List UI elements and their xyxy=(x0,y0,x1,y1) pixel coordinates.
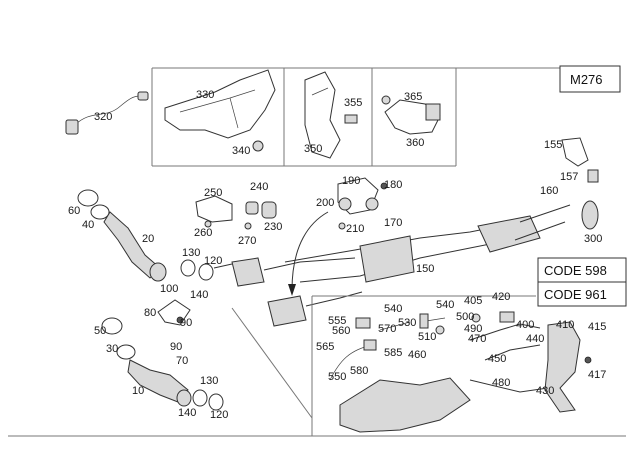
label-300: 300 xyxy=(584,233,602,245)
label-240: 240 xyxy=(250,181,268,193)
label-490: 490 xyxy=(464,323,482,335)
option-code-boxes: CODE 598 CODE 961 xyxy=(537,257,627,307)
engine-code-box: M276 xyxy=(559,65,621,93)
label-160: 160 xyxy=(540,185,558,197)
label-400: 400 xyxy=(516,319,534,331)
catalytic-converter-lower xyxy=(267,291,363,327)
label-555: 555 xyxy=(328,315,346,327)
sensor-harness-detail xyxy=(329,311,592,433)
label-530: 530 xyxy=(398,317,416,329)
label-405: 405 xyxy=(464,295,482,307)
label-180: 180 xyxy=(384,179,402,191)
label-350: 350 xyxy=(304,143,322,155)
label-90a: 90 xyxy=(180,317,192,329)
label-190: 190 xyxy=(342,175,360,187)
front-pipe-upper xyxy=(77,189,167,282)
front-pipe-lower xyxy=(101,317,192,407)
label-420: 420 xyxy=(492,291,510,303)
bracket-190 xyxy=(337,177,388,230)
bracket-350 xyxy=(304,71,358,159)
label-570: 570 xyxy=(378,323,396,335)
label-430: 430 xyxy=(536,385,554,397)
label-10: 10 xyxy=(132,385,144,397)
label-585: 585 xyxy=(384,347,402,359)
label-355: 355 xyxy=(344,97,362,109)
label-450: 450 xyxy=(488,353,506,365)
label-365: 365 xyxy=(404,91,422,103)
label-440: 440 xyxy=(526,333,544,345)
label-100: 100 xyxy=(160,283,178,295)
label-540b: 540 xyxy=(436,299,454,311)
label-560: 560 xyxy=(332,325,350,337)
label-480: 480 xyxy=(492,377,510,389)
label-150: 150 xyxy=(416,263,434,275)
label-330: 330 xyxy=(196,89,214,101)
bracket-360 xyxy=(381,95,441,135)
label-270: 270 xyxy=(238,235,256,247)
label-90b: 90 xyxy=(170,341,182,353)
hanger-155 xyxy=(561,137,599,183)
label-417: 417 xyxy=(588,369,606,381)
label-340: 340 xyxy=(232,145,250,157)
engine-code-label: M276 xyxy=(570,72,603,87)
label-510: 510 xyxy=(418,331,436,343)
label-30: 30 xyxy=(106,343,118,355)
label-550: 550 xyxy=(328,371,346,383)
label-470: 470 xyxy=(468,333,486,345)
label-410: 410 xyxy=(556,319,574,331)
label-140a: 140 xyxy=(190,289,208,301)
clamps-lower xyxy=(192,389,224,411)
label-60: 60 xyxy=(68,205,80,217)
label-130a: 130 xyxy=(182,247,200,259)
oxygen-sensor-part xyxy=(65,91,149,135)
label-155: 155 xyxy=(544,139,562,151)
detail-panel-frame xyxy=(8,295,626,437)
clamps-upper xyxy=(180,259,214,281)
label-40: 40 xyxy=(82,219,94,231)
label-120b: 120 xyxy=(210,409,228,421)
label-130b: 130 xyxy=(200,375,218,387)
label-20: 20 xyxy=(142,233,154,245)
label-580: 580 xyxy=(350,365,368,377)
heat-shield-330 xyxy=(164,69,276,152)
label-260: 260 xyxy=(194,227,212,239)
label-250: 250 xyxy=(204,187,222,199)
label-80: 80 xyxy=(144,307,156,319)
label-565: 565 xyxy=(316,341,334,353)
label-540a: 540 xyxy=(384,303,402,315)
label-320: 320 xyxy=(94,111,112,123)
label-200: 200 xyxy=(316,197,334,209)
part-labels: 320 330 340 355 350 365 360 155 157 160 … xyxy=(68,89,606,421)
label-230: 230 xyxy=(264,221,282,233)
label-170: 170 xyxy=(384,217,402,229)
label-120a: 120 xyxy=(204,255,222,267)
label-460: 460 xyxy=(408,349,426,361)
bracket-80 xyxy=(157,299,191,326)
label-360: 360 xyxy=(406,137,424,149)
label-70: 70 xyxy=(176,355,188,367)
main-pipe-150 xyxy=(284,204,571,283)
label-500: 500 xyxy=(456,311,474,323)
label-210: 210 xyxy=(346,223,364,235)
assembly-arrow xyxy=(288,211,329,296)
bracket-250 xyxy=(195,195,277,230)
catalytic-converter-upper xyxy=(213,257,356,287)
rear-muffler-300 xyxy=(581,200,599,230)
option-code-598: CODE 598 xyxy=(544,263,607,278)
label-140b: 140 xyxy=(178,407,196,419)
option-code-961: CODE 961 xyxy=(544,287,607,302)
label-415: 415 xyxy=(588,321,606,333)
top-panel-frames xyxy=(151,67,600,167)
label-157: 157 xyxy=(560,171,578,183)
label-50: 50 xyxy=(94,325,106,337)
